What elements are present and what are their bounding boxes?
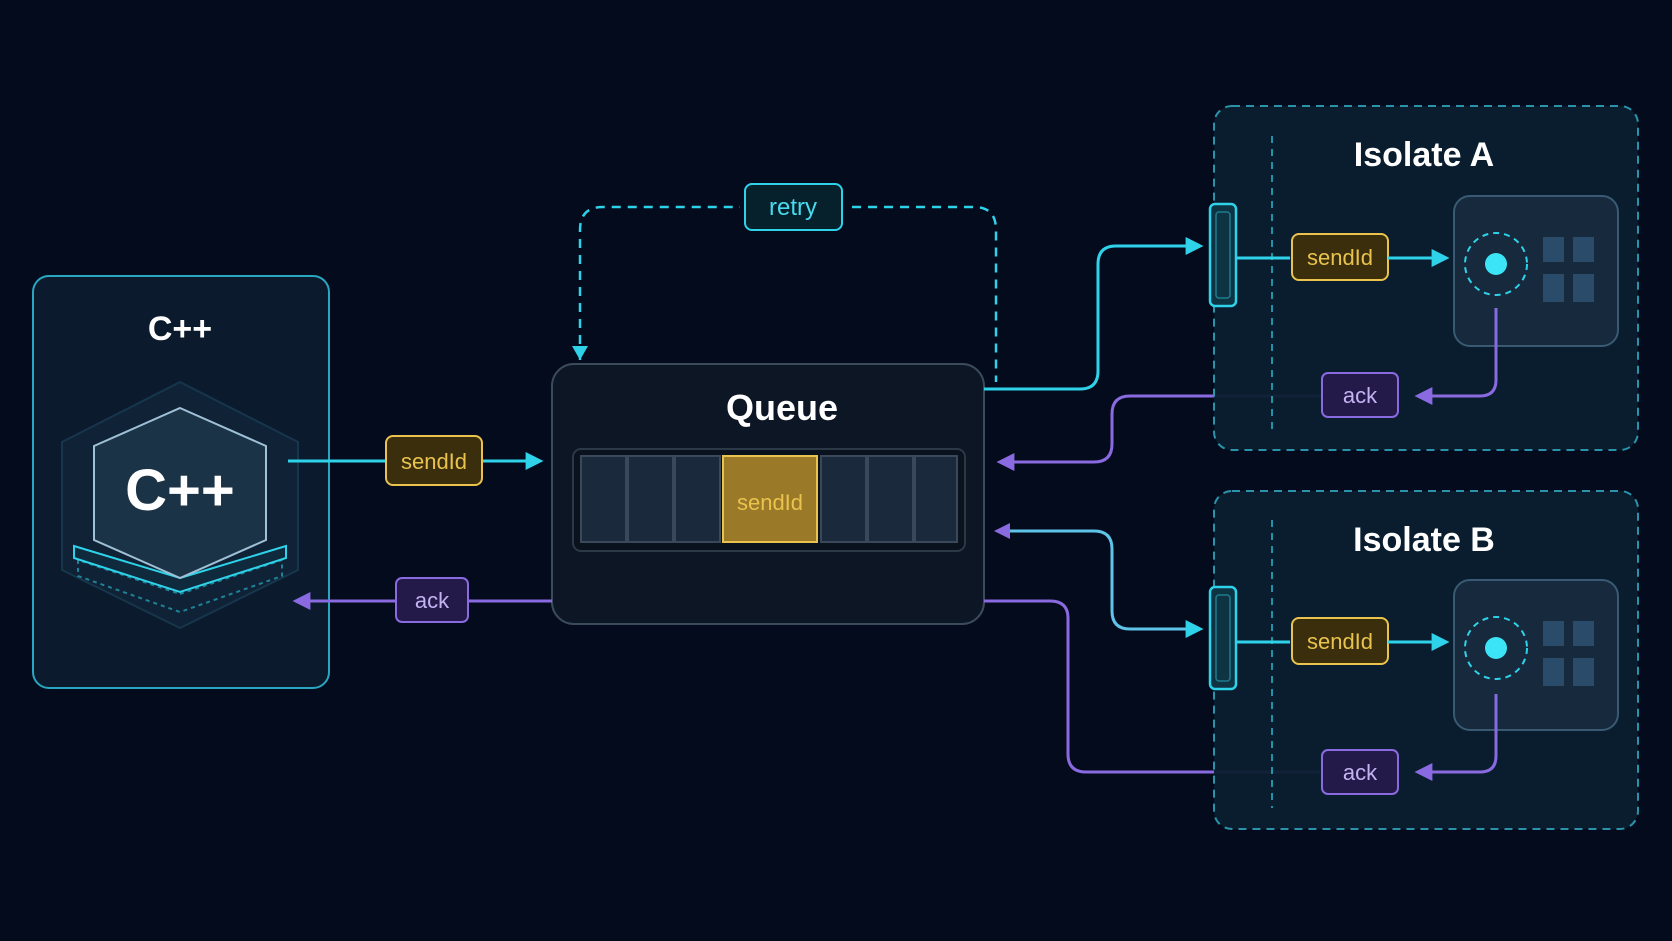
- cpp-node-title: C++: [148, 310, 212, 348]
- isolate-b-node[interactable]: Isolate B sendId ack: [1208, 490, 1639, 830]
- queue-node[interactable]: Queue sendId: [551, 363, 985, 625]
- isolate-a-sendid-label: sendId: [1307, 245, 1373, 270]
- isolate-b-sendid-label: sendId: [1307, 629, 1373, 654]
- edge-queue-to-isolate-b: [994, 523, 1204, 638]
- isolate-a-ack-label: ack: [1343, 383, 1378, 408]
- cpp-logo-icon: C++: [61, 380, 299, 630]
- isolate-b-ack-label: ack: [1343, 760, 1378, 785]
- edge-queue-to-isolate-a: [984, 237, 1204, 391]
- queue-node-title: Queue: [726, 387, 838, 428]
- isolate-a-port-icon: [1208, 202, 1238, 308]
- sendid-badge[interactable]: [385, 435, 483, 486]
- queue-slot: [674, 455, 721, 543]
- edge-isolate-b-to-queue: [984, 599, 1320, 774]
- sendid-badge-label: sendId: [401, 449, 467, 474]
- isolate-b-ack-badge[interactable]: [1321, 749, 1399, 795]
- queue-slot-active[interactable]: [722, 455, 818, 543]
- isolate-a-title: Isolate A: [1354, 136, 1494, 174]
- edge-isolate-a-to-queue: [996, 394, 1322, 471]
- cpp-logo-text: C++: [125, 458, 235, 523]
- cpp-node[interactable]: C++ C++: [32, 275, 330, 689]
- queue-slot: [867, 455, 914, 543]
- edge-queue-to-cpp: ack: [292, 577, 552, 623]
- isolate-a-node[interactable]: Isolate A sendId ack: [1208, 105, 1639, 451]
- queue-slot: [580, 455, 627, 543]
- isolate-a-ack-badge[interactable]: [1321, 372, 1399, 418]
- queue-slot: [627, 455, 674, 543]
- edge-cpp-to-queue: sendId: [288, 435, 544, 486]
- retry-edge: retry: [572, 183, 998, 382]
- retry-badge[interactable]: [744, 183, 843, 231]
- queue-slot-active-label: sendId: [737, 490, 803, 515]
- retry-label: retry: [769, 194, 817, 221]
- queue-slot: [914, 455, 958, 543]
- isolate-b-port-icon: [1208, 585, 1238, 691]
- ack-badge-label: ack: [415, 588, 450, 613]
- isolate-b-title: Isolate B: [1353, 521, 1495, 559]
- ack-badge[interactable]: [395, 577, 469, 623]
- queue-slot: [820, 455, 867, 543]
- isolate-b-handler-icon: [1453, 579, 1619, 731]
- isolate-a-handler-icon: [1453, 195, 1619, 347]
